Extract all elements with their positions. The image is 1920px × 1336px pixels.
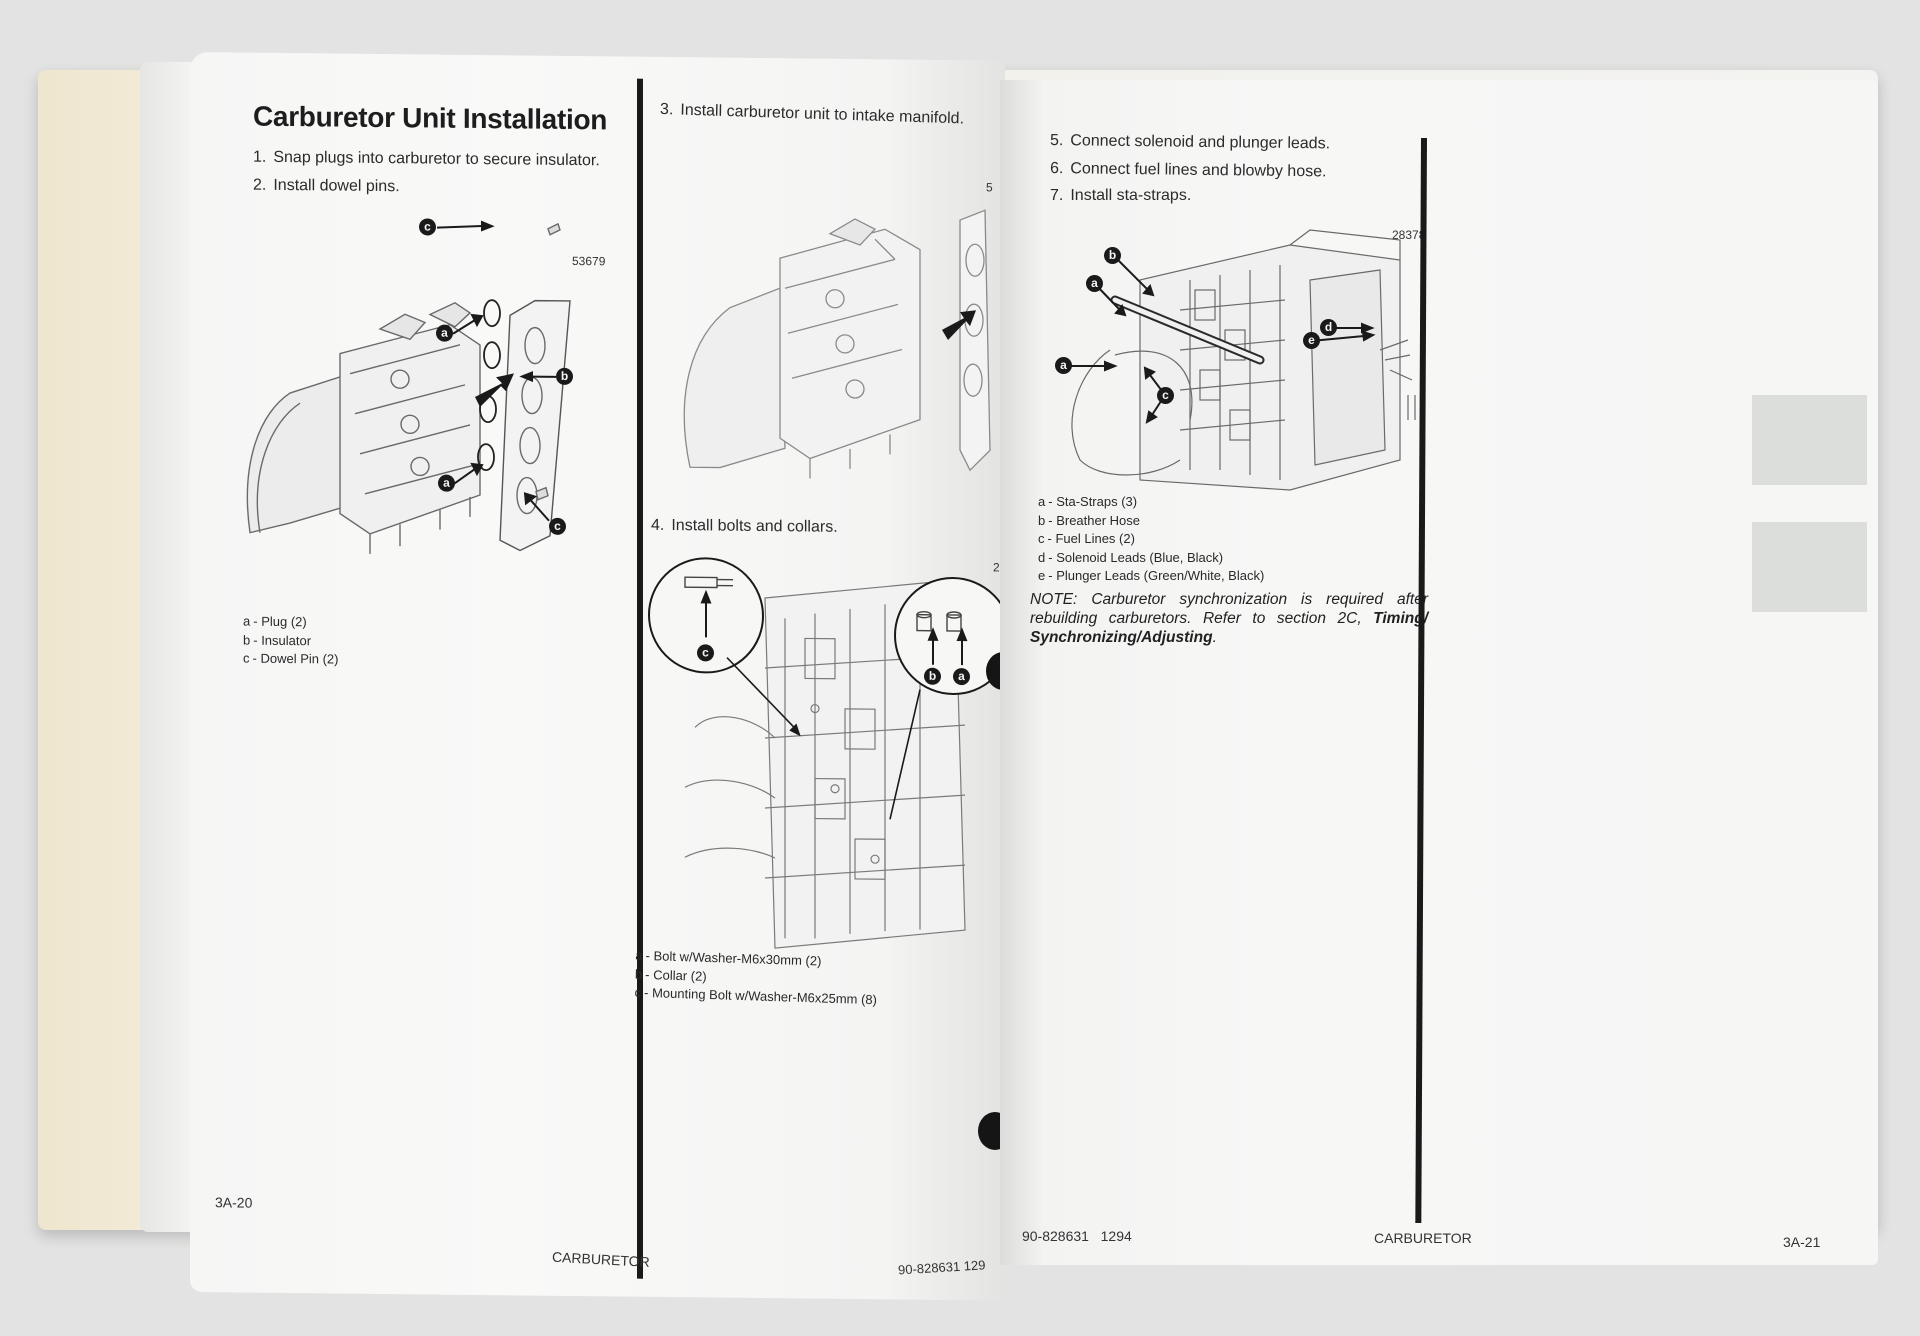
page-number-right: 3A-21: [1783, 1234, 1821, 1250]
part-number-left: 90-828631 129: [897, 1257, 986, 1278]
step-5: 5.Connect solenoid and plunger leads.: [1049, 132, 1331, 153]
callout-c-bottom: c: [549, 517, 566, 535]
callout-b: b: [1104, 247, 1121, 264]
step-3: 3.Install carburetor unit to intake mani…: [659, 100, 965, 128]
section-tab: [1752, 522, 1867, 612]
callout-a-top: a: [1086, 275, 1103, 292]
figure3-legend: a- Bolt w/Washer-M6x30mm (2) b- Collar (…: [634, 947, 877, 1010]
callout-a-bottom: a: [438, 474, 455, 492]
bolts-collars-drawing: [648, 557, 1005, 949]
step-2: 2.Install dowel pins.: [253, 176, 400, 196]
callout-a-left: a: [1055, 357, 1072, 374]
legend-item: d- Solenoid Leads (Blue, Black): [1038, 549, 1224, 565]
callout-a-top: a: [436, 324, 453, 342]
right-page: 5.Connect solenoid and plunger leads. 6.…: [1000, 80, 1878, 1265]
section-reference: Timing/ Synchronizing/Adjusting: [1030, 610, 1428, 646]
section-name-left: CARBURETOR: [551, 1248, 651, 1270]
engine-leads-drawing: [1070, 229, 1416, 491]
left-page: Carburetor Unit Installation 1.Snap plug…: [190, 52, 1005, 1301]
callout-a: a: [953, 667, 970, 686]
callout-e: e: [1303, 332, 1320, 349]
legend-item: a- Plug (2): [243, 613, 307, 630]
step-4: 4.Install bolts and collars.: [651, 516, 838, 536]
part-number-right: 90-828631 1294: [1022, 1228, 1132, 1244]
legend-item: c- Dowel Pin (2): [243, 650, 339, 667]
step-1: 1.Snap plugs into carburetor to secure i…: [253, 148, 600, 170]
figure-carburetor-insulator: 53679: [230, 202, 670, 637]
callout-c: c: [697, 644, 714, 662]
synchronization-note: NOTE: Carburetor synchronization is requ…: [1030, 591, 1428, 646]
callout-c-top: c: [419, 218, 436, 236]
figure1-legend: a- Plug (2) b- Insulator c- Dowel Pin (2…: [243, 613, 338, 669]
right-figure-legend: a- Sta-Straps (3) b- Breather Hose c- Fu…: [1038, 493, 1264, 586]
legend-item: c- Fuel Lines (2): [1038, 531, 1135, 546]
figure-bolts-collars: 20: [648, 557, 1005, 951]
callout-d: d: [1320, 319, 1337, 336]
page-number-left: 3A-20: [215, 1194, 253, 1211]
step-7: 7.Install sta-straps.: [1050, 187, 1192, 204]
section-tab: [1752, 395, 1867, 485]
carburetor-manifold-drawing: [683, 209, 991, 479]
legend-item: a- Sta-Straps (3): [1038, 494, 1138, 509]
figure-sta-straps: 28378: [1040, 220, 1440, 491]
legend-item: e- Plunger Leads (Green/White, Black): [1038, 568, 1265, 583]
callout-c: c: [1157, 387, 1174, 404]
callout-b: b: [924, 667, 941, 685]
column-divider: [637, 78, 643, 1279]
callout-b: b: [556, 367, 573, 386]
figure-carburetor-to-manifold: 5: [670, 147, 1000, 480]
page-title: Carburetor Unit Installation: [253, 100, 608, 136]
legend-item: b- Insulator: [243, 632, 312, 648]
figure-number: 28378: [1392, 228, 1426, 242]
step-6: 6.Connect fuel lines and blowby hose.: [1049, 160, 1327, 181]
section-name-right: CARBURETOR: [1374, 1230, 1472, 1246]
carburetor-insulator-drawing: [246, 220, 571, 554]
legend-item: b- Breather Hose: [1038, 512, 1141, 528]
